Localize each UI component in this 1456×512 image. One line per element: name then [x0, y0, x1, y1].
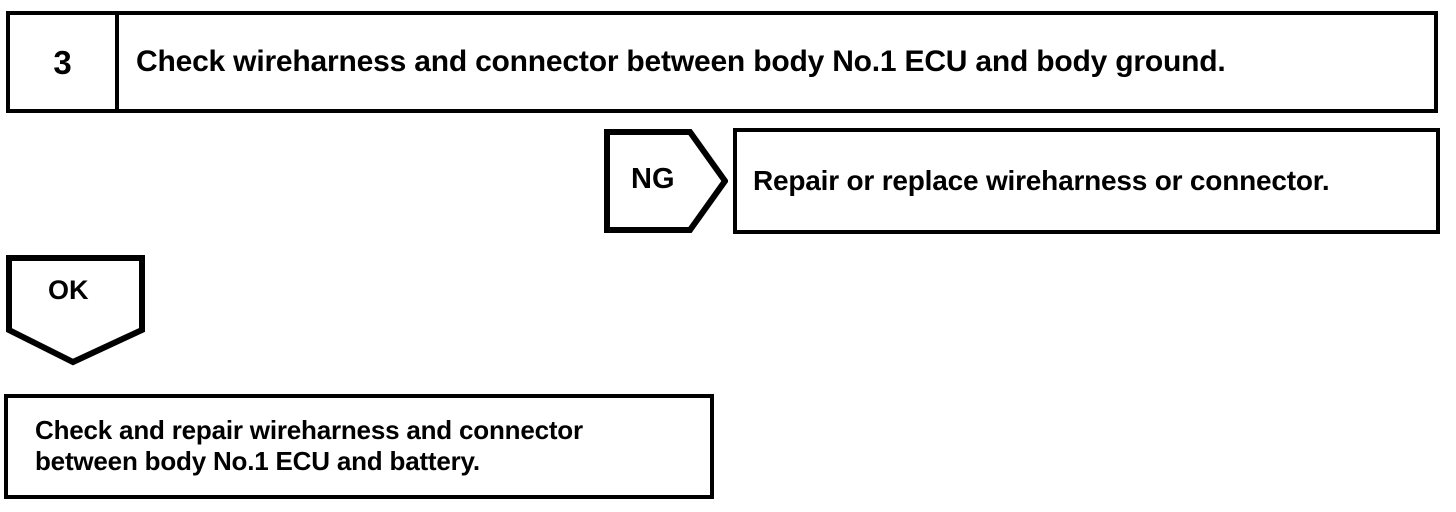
ng-branch-label: NG: [631, 163, 675, 195]
step-number: 3: [53, 43, 72, 81]
ng-branch-arrow: [604, 129, 728, 233]
ok-result-text-line-2: between body No.1 ECU and battery.: [35, 445, 480, 476]
ok-branch-label: OK: [48, 275, 89, 305]
step-instruction-cell: Check wireharness and connector between …: [119, 15, 1434, 109]
ng-result-box: Repair or replace wireharness or connect…: [733, 128, 1440, 234]
ng-result-text: Repair or replace wireharness or connect…: [753, 165, 1330, 197]
right-arrow-icon: [604, 129, 728, 233]
ok-result-box: Check and repair wireharness and connect…: [4, 394, 714, 499]
ok-result-text-line-1: Check and repair wireharness and connect…: [35, 414, 583, 445]
step-number-cell: 3: [10, 15, 119, 109]
down-arrow-icon: [6, 255, 145, 366]
step-instruction-text: Check wireharness and connector between …: [136, 45, 1226, 79]
ok-branch-arrow: [6, 255, 145, 366]
step-row: 3 Check wireharness and connector betwee…: [6, 11, 1438, 113]
